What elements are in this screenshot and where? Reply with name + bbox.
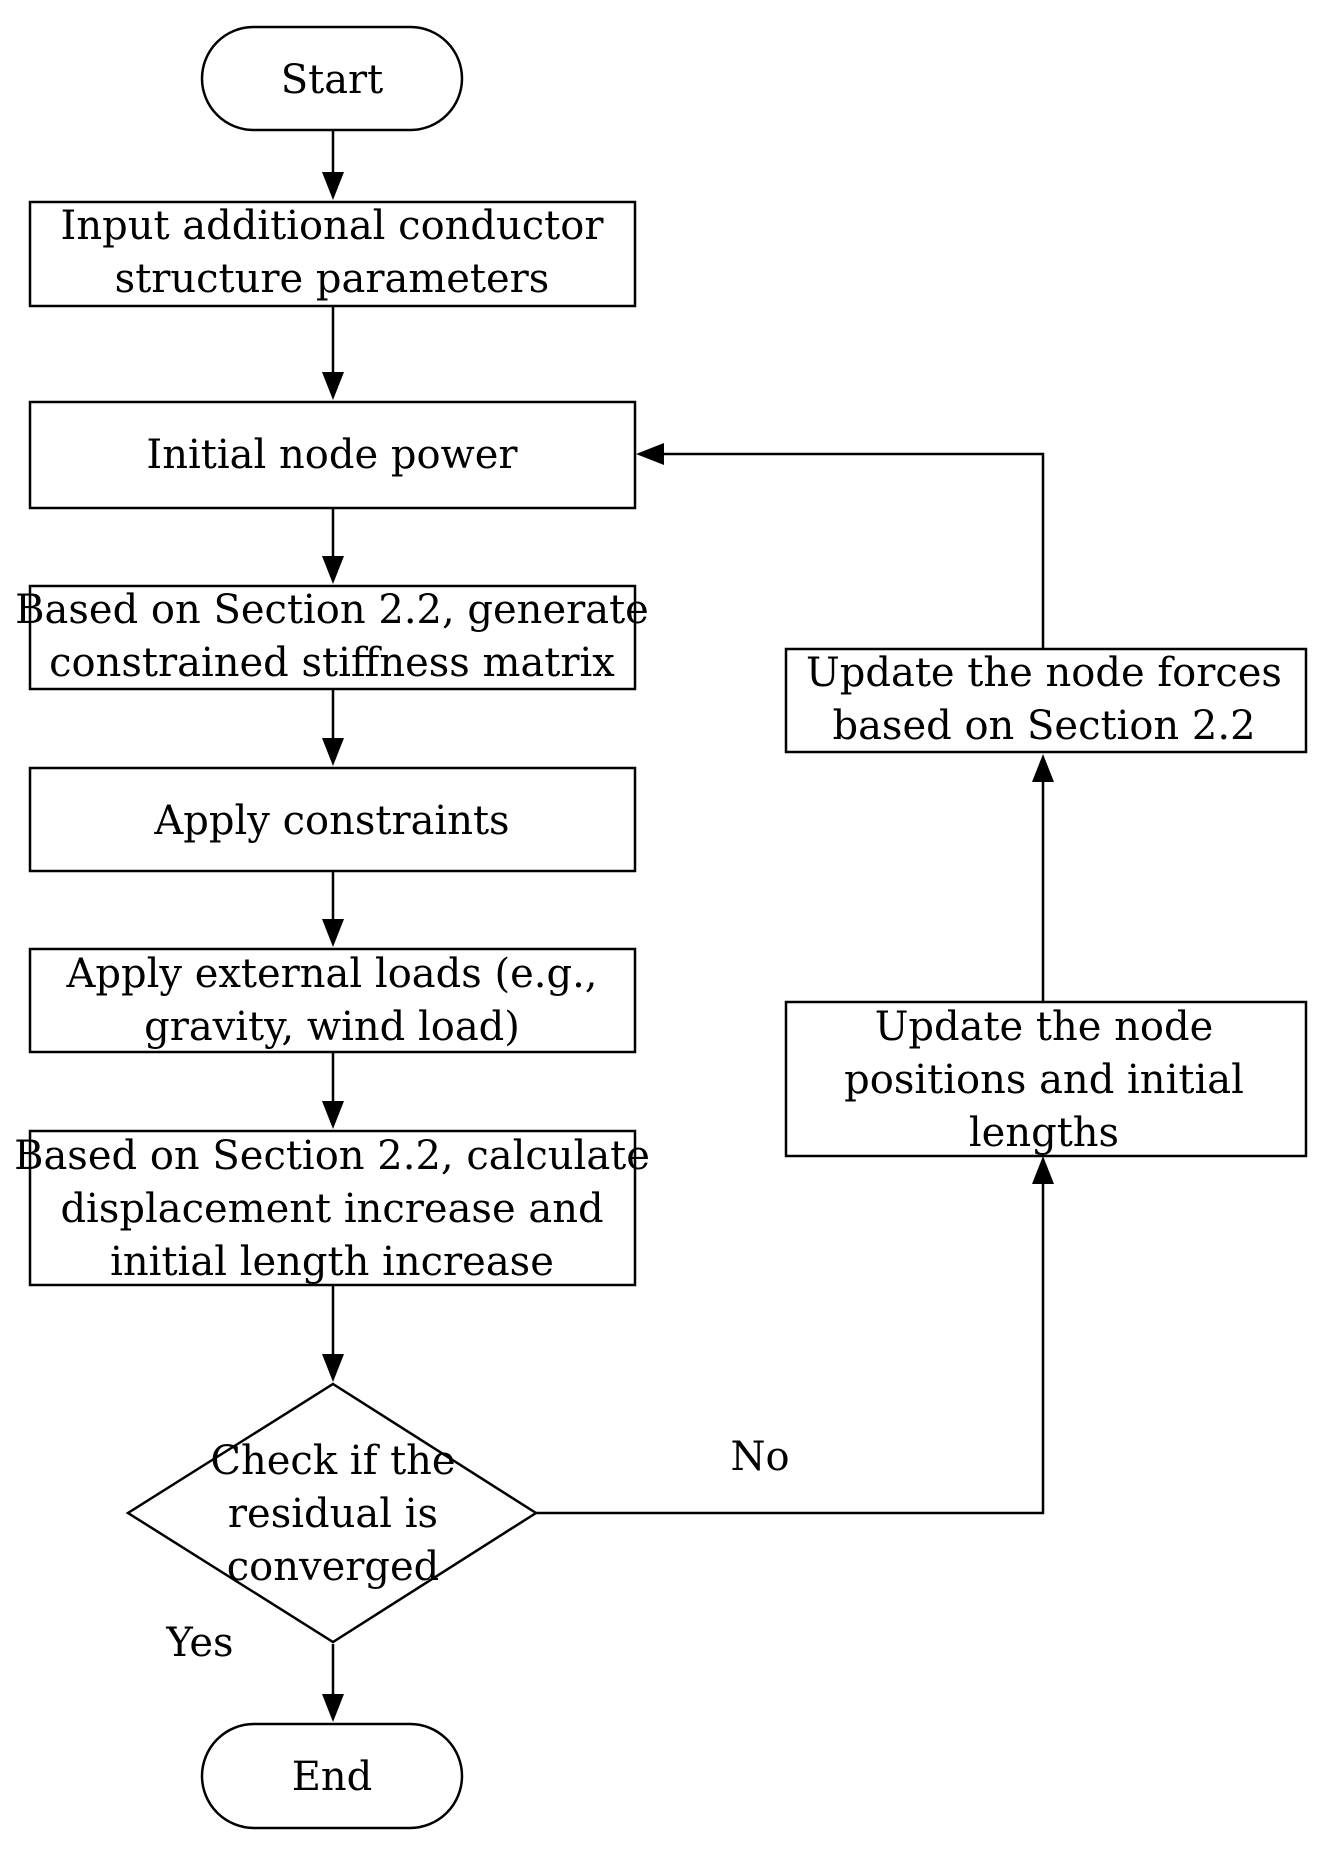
- node-update-pos-label-line-1: Update the node: [875, 1004, 1214, 1050]
- arrowhead-init-stiff: [322, 556, 344, 584]
- node-start-label: Start: [281, 57, 384, 103]
- arrowhead-loads-calc: [322, 1101, 344, 1129]
- arrowhead-stiff-constraints: [322, 738, 344, 766]
- node-init-label: Initial node power: [146, 432, 518, 478]
- edge-update-forces-init: [658, 452, 1045, 649]
- node-loads: Apply external loads (e.g., gravity, win…: [28, 947, 637, 1054]
- node-constraints-label: Apply constraints: [153, 798, 509, 844]
- node-calc-label-line-3: initial length increase: [110, 1239, 554, 1285]
- node-update-pos-label-line-3: lengths: [969, 1110, 1119, 1156]
- node-calc: Based on Section 2.2, calculate displace…: [14, 1129, 650, 1287]
- process-shape: [28, 200, 637, 308]
- decision-shape: [125, 1382, 539, 1644]
- process-shape: [784, 647, 1308, 754]
- node-calc-label-line-1: Based on Section 2.2, calculate: [14, 1133, 650, 1179]
- node-update-pos: Update the node positions and initial le…: [784, 1000, 1308, 1158]
- node-update-forces: Update the node forces based on Section …: [784, 647, 1308, 754]
- edges: [322, 130, 1054, 1722]
- process-shape: [28, 400, 637, 510]
- terminal-shape: [200, 1722, 464, 1830]
- node-input: Input additional conductor structure par…: [28, 200, 637, 308]
- process-shape: [784, 1000, 1308, 1158]
- process-shape: [28, 1129, 637, 1287]
- edge-check-update-pos: [536, 1178, 1045, 1515]
- node-check-label-line-1: Check if the: [210, 1438, 455, 1484]
- node-loads-label-line-1: Apply external loads (e.g.,: [65, 951, 597, 997]
- node-update-pos-label-line-2: positions and initial: [844, 1057, 1244, 1103]
- process-shape: [28, 766, 637, 873]
- edge-label-no: No: [730, 1434, 789, 1480]
- arrowhead-check-end: [322, 1694, 344, 1722]
- node-check-label-line-2: residual is: [228, 1491, 438, 1537]
- arrowhead-update-forces-init: [636, 443, 664, 465]
- arrowhead-check-update-pos: [1032, 1156, 1054, 1184]
- arrowhead-start-input: [322, 172, 344, 200]
- node-check: Check if the residual is converged: [125, 1382, 539, 1644]
- node-input-label-line-1: Input additional conductor: [61, 203, 605, 249]
- arrowhead-input-init: [322, 372, 344, 400]
- arrowhead-update-pos-update-forces: [1032, 754, 1054, 782]
- node-stiff-label-line-1: Based on Section 2.2, generate: [15, 587, 649, 633]
- node-stiff: Based on Section 2.2, generate constrain…: [15, 584, 649, 691]
- process-shape: [28, 947, 637, 1054]
- node-constraints: Apply constraints: [28, 766, 637, 873]
- node-end: End: [200, 1722, 464, 1830]
- node-loads-label-line-2: gravity, wind load): [144, 1004, 520, 1050]
- terminal-shape: [200, 25, 464, 132]
- node-update-forces-label-line-2: based on Section 2.2: [832, 703, 1255, 749]
- node-calc-label-line-2: displacement increase and: [60, 1186, 603, 1232]
- node-input-label-line-2: structure parameters: [115, 256, 550, 302]
- process-shape: [28, 584, 637, 691]
- edge-label-yes: Yes: [165, 1620, 233, 1666]
- arrowhead-constraints-loads: [322, 919, 344, 947]
- node-init: Initial node power: [28, 400, 637, 510]
- node-end-label: End: [292, 1754, 373, 1800]
- node-start: Start: [200, 25, 464, 132]
- node-stiff-label-line-2: constrained stiffness matrix: [49, 640, 615, 686]
- node-check-label-line-3: converged: [227, 1544, 440, 1590]
- node-update-forces-label-line-1: Update the node forces: [806, 650, 1282, 696]
- arrowhead-calc-check: [322, 1354, 344, 1382]
